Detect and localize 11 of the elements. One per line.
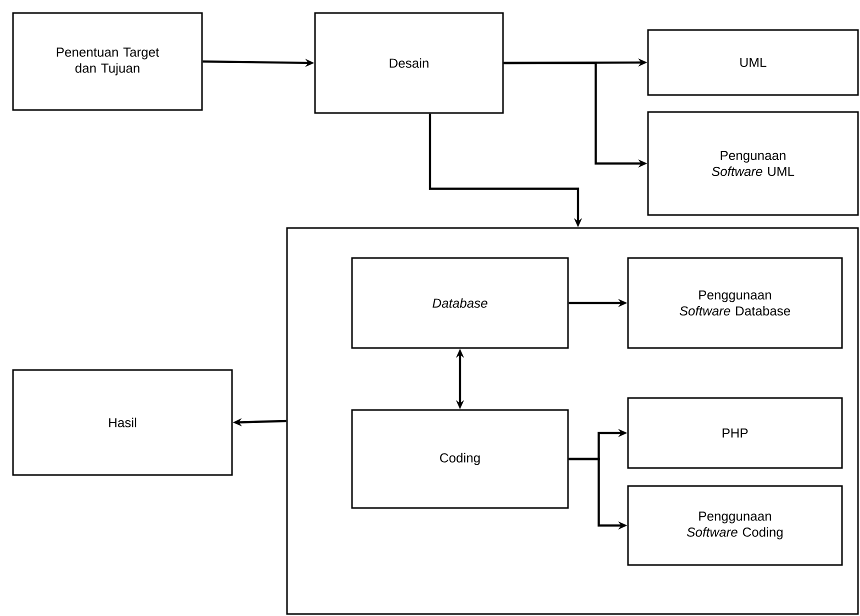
process-box: UML [647,29,859,96]
process-box: PHP [627,397,843,469]
container-box [286,227,859,615]
process-box: Pengunaan Software UML [647,111,859,216]
process-box: Coding [351,409,569,509]
process-box: Penggunaan Software Database [627,257,843,349]
process-box: Desain [314,12,504,114]
process-box: Hasil [12,369,233,476]
process-box: Penentuan Target dan Tujuan [12,12,203,111]
process-box: Database [351,257,569,349]
process-box: Penggunaan Software Coding [627,485,843,566]
